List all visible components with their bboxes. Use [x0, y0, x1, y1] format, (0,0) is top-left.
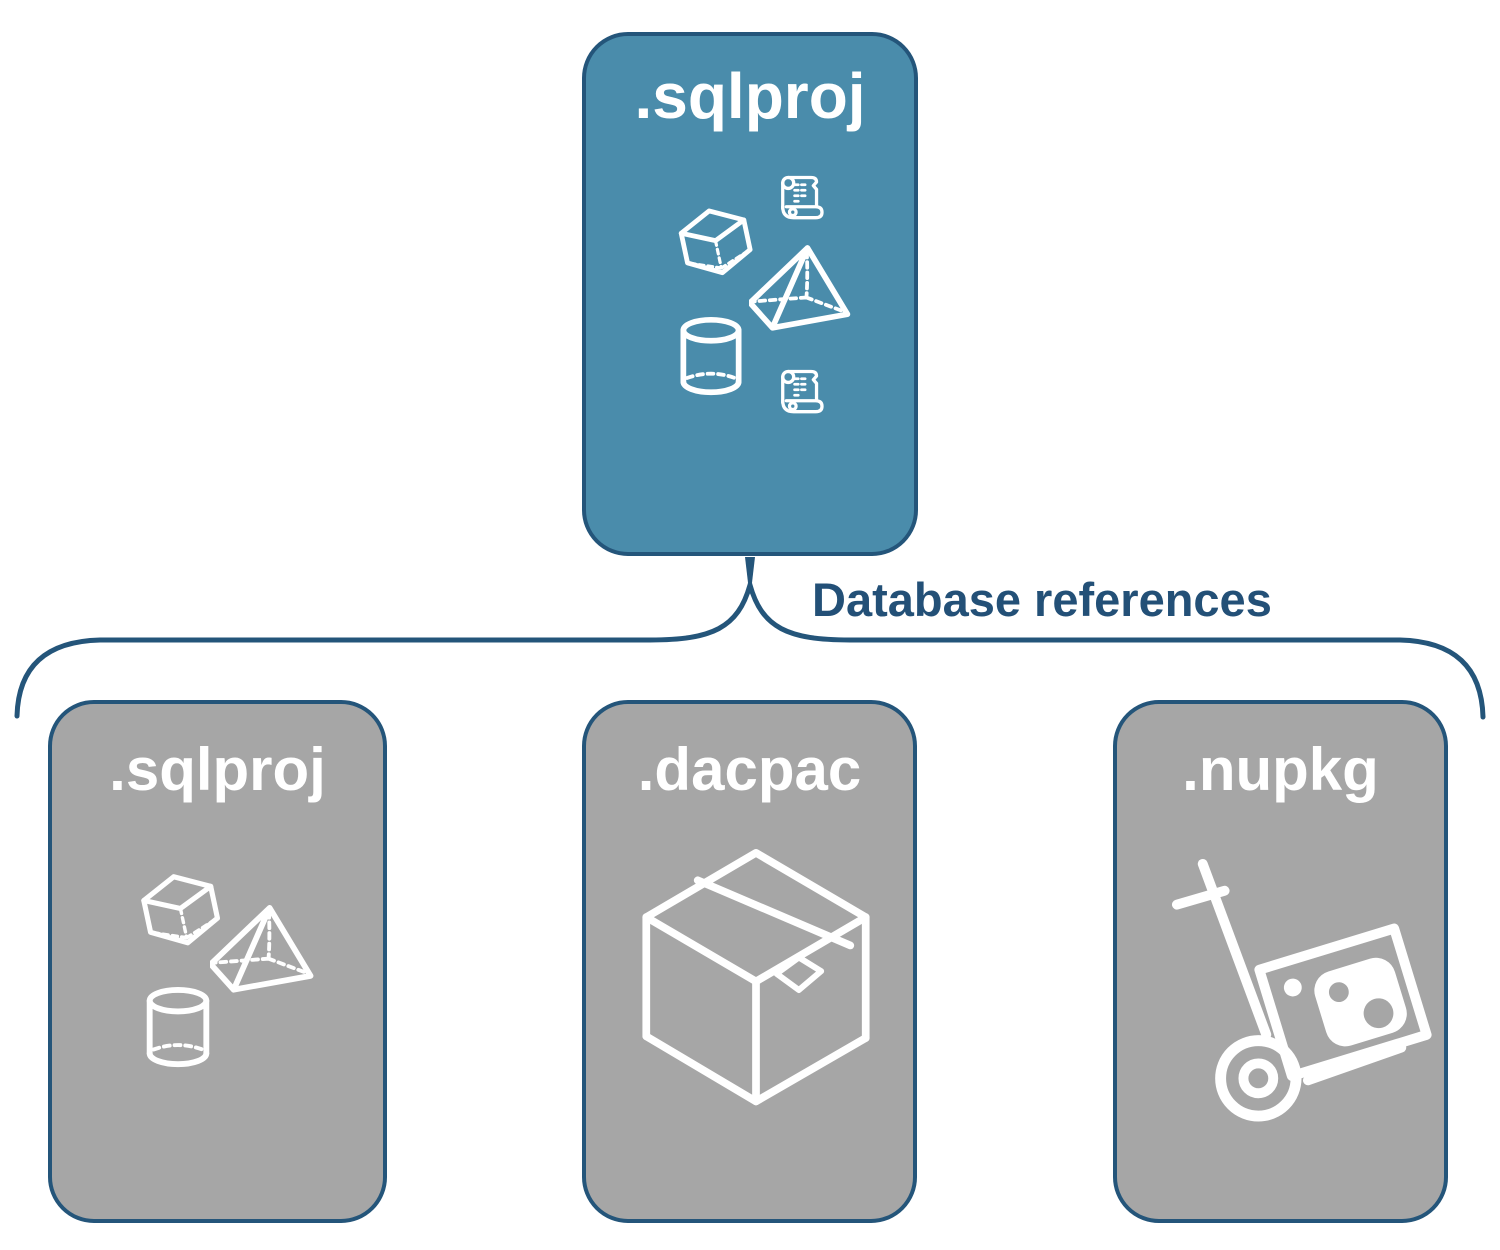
cylinder-icon: [142, 986, 214, 1070]
connector-label: Database references: [812, 573, 1272, 626]
node-title: .sqlproj: [634, 60, 866, 132]
pyramid-icon: [210, 900, 318, 1002]
cube-icon: [672, 199, 760, 287]
node-dacpac: .dacpac: [582, 700, 917, 1223]
node-title: .dacpac: [637, 736, 862, 803]
node-sqlproj-root: .sqlproj: [582, 32, 918, 556]
node-sqlproj-child: .sqlproj: [48, 700, 387, 1223]
scroll-icon: [773, 366, 829, 419]
node-title: .nupkg: [1182, 736, 1379, 803]
connector-stub: [745, 557, 755, 587]
cylinder-icon: [676, 316, 746, 398]
cube-icon: [134, 864, 228, 958]
node-title: .sqlproj: [109, 736, 326, 803]
node-nupkg: .nupkg: [1113, 700, 1448, 1223]
nuget-dolly-icon: [1169, 856, 1437, 1124]
pyramid-icon: [749, 242, 855, 338]
package-box-icon: [636, 844, 876, 1112]
scroll-icon: [773, 172, 829, 225]
